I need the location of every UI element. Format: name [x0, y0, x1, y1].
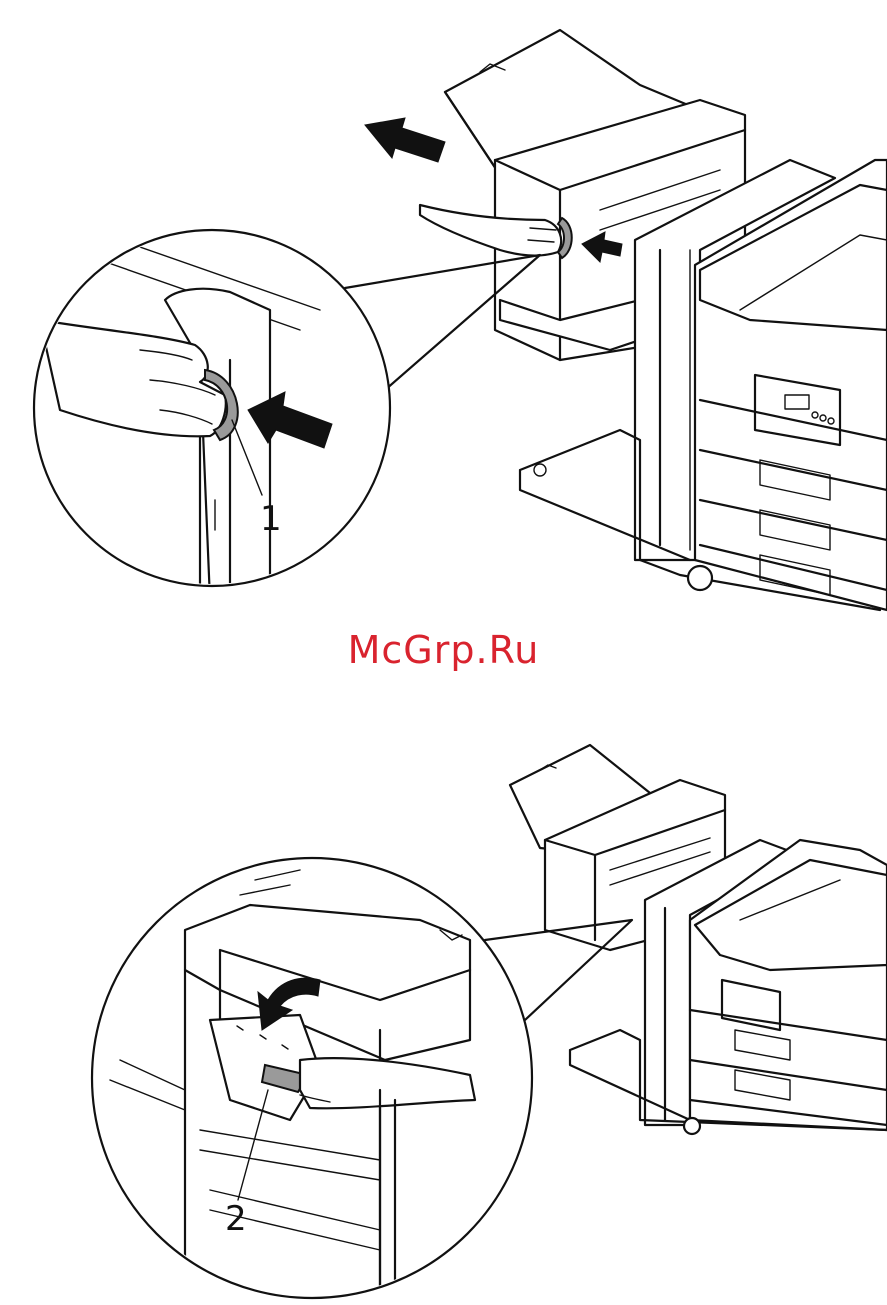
figure-top-illustration: 1	[0, 0, 887, 620]
figure-bottom-illustration: 2	[0, 730, 887, 1305]
zoom-circle-top	[34, 230, 390, 600]
figure-top-pull-handle: 1	[0, 0, 887, 620]
watermark-text: McGrp.Ru	[0, 628, 887, 672]
figure-bottom-open-cover: 2	[0, 730, 887, 1305]
zoom-circle-bottom	[92, 858, 532, 1300]
caster-bottom	[684, 1118, 700, 1134]
callout-1-label: 1	[260, 499, 282, 539]
callout-2-label: 2	[225, 1199, 247, 1239]
arrow-pull-icon	[365, 118, 445, 162]
